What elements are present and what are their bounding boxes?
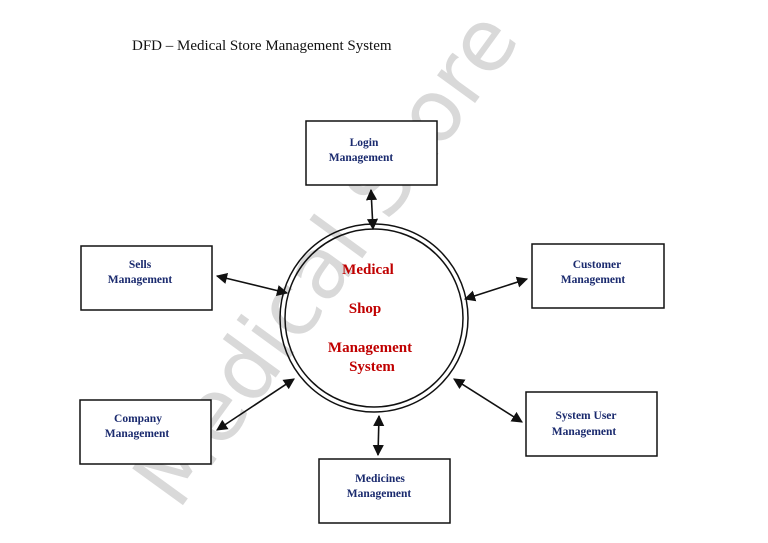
company-label-1: Company (114, 413, 162, 425)
customer-label-1: Customer (573, 259, 622, 271)
flow-customer (463, 276, 529, 302)
flow-login (365, 188, 379, 231)
diagram-title: DFD – Medical Store Management System (132, 38, 392, 54)
system-user-label-2: Management (552, 426, 617, 438)
login-label-2: Management (329, 152, 394, 164)
entity-sells: Sells Management (80, 245, 213, 311)
customer-label-2: Management (561, 274, 626, 286)
center-line-2: Shop (349, 301, 382, 317)
entity-customer: Customer Management (531, 243, 665, 309)
login-label-1: Login (350, 137, 379, 149)
entity-medicines: Medicines Management (318, 458, 451, 524)
system-user-label-1: System User (556, 410, 617, 422)
medicines-label-2: Management (347, 488, 412, 500)
center-line-1: Medical (342, 262, 394, 278)
center-line-4: System (349, 359, 395, 375)
sells-label-2: Management (108, 274, 173, 286)
flow-medicines (372, 414, 385, 457)
center-line-3: Management (328, 340, 412, 356)
entity-login: Login Management (305, 120, 438, 186)
sells-label-1: Sells (129, 259, 152, 271)
flow-company (216, 378, 295, 431)
medicines-label-1: Medicines (355, 473, 405, 485)
entity-system-user: System User Management (525, 391, 658, 457)
flow-sells (215, 272, 289, 297)
entity-company: Company Management (79, 399, 212, 465)
flow-system-user (453, 378, 523, 423)
company-label-2: Management (105, 428, 170, 440)
